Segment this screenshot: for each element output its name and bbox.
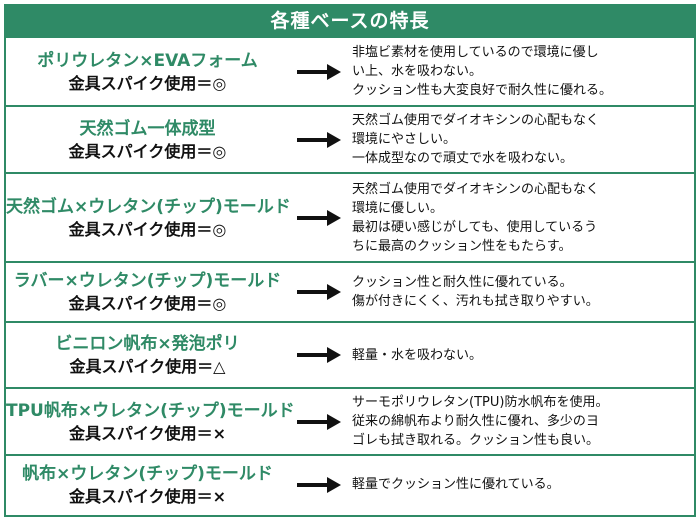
spike-rating: 金具スパイク使用＝× bbox=[68, 486, 227, 506]
right-arrow-icon bbox=[297, 476, 341, 493]
table-row: ポリウレタン×EVAフォーム 金具スパイク使用＝◎ 非塩ビ素材を使用しているので… bbox=[6, 36, 694, 105]
description-line: 軽量でクッション性に優れている。 bbox=[352, 477, 560, 492]
table-row: 天然ゴム一体成型 金具スパイク使用＝◎ 天然ゴム使用でダイオキシンの心配もなく … bbox=[6, 105, 694, 172]
base-type-name: 天然ゴム×ウレタン(チップ)モールド bbox=[6, 196, 291, 217]
right-arrow-icon bbox=[297, 63, 341, 80]
base-type-cell: TPU帆布×ウレタン(チップ)モールド 金具スパイク使用＝× bbox=[6, 389, 295, 454]
right-arrow-icon bbox=[297, 347, 341, 363]
table-header: 各種ベースの特長 bbox=[6, 6, 694, 36]
base-type-name: 天然ゴム一体成型 bbox=[79, 118, 216, 139]
description-line: 環境に優しい。 bbox=[352, 200, 444, 216]
description-line: 環境にやさしい。 bbox=[352, 132, 457, 147]
base-type-name: TPU帆布×ウレタン(チップ)モールド bbox=[6, 400, 295, 421]
feature-description: 非塩ビ素材を使用しているので環境に優し い上、水を吸わない。 クッション性も大変… bbox=[352, 38, 688, 105]
description-line: サーモポリウレタン(TPU)防水帆布を使用。 bbox=[352, 395, 609, 410]
base-type-cell: ビニロン帆布×発泡ポリ 金具スパイク使用＝△ bbox=[6, 323, 289, 387]
table-row: ビニロン帆布×発泡ポリ 金具スパイク使用＝△ 軽量・水を吸わない。 bbox=[6, 321, 694, 387]
feature-table: 各種ベースの特長 ポリウレタン×EVAフォーム 金具スパイク使用＝◎ 非塩ビ素材… bbox=[4, 4, 696, 517]
table-row: 帆布×ウレタン(チップ)モールド 金具スパイク使用＝× 軽量でクッション性に優れ… bbox=[6, 454, 694, 513]
right-arrow-icon bbox=[297, 131, 341, 148]
description-line: ゴレも拭き取れる。クッション性も良い。 bbox=[352, 433, 600, 448]
description-line: 天然ゴム使用でダイオキシンの心配もなく bbox=[352, 113, 600, 128]
description-line: 従来の綿帆布より耐久性に優れ、多少のヨ bbox=[352, 414, 599, 429]
description-line: 軽量・水を吸わない。 bbox=[352, 347, 483, 363]
description-line: クッション性も大変良好で耐久性に優れる。 bbox=[352, 83, 613, 98]
right-arrow-icon bbox=[297, 284, 341, 300]
feature-description: 天然ゴム使用でダイオキシンの心配もなく 環境に優しい。 最初は硬い感じがしても、… bbox=[352, 174, 688, 261]
base-type-cell: 天然ゴム×ウレタン(チップ)モールド 金具スパイク使用＝◎ bbox=[6, 174, 291, 261]
spike-rating: 金具スパイク使用＝◎ bbox=[68, 294, 227, 313]
description-line: 非塩ビ素材を使用しているので環境に優し bbox=[352, 45, 599, 60]
spike-rating: 金具スパイク使用＝◎ bbox=[68, 73, 227, 93]
base-type-cell: 帆布×ウレタン(チップ)モールド 金具スパイク使用＝× bbox=[6, 456, 289, 513]
base-type-cell: ポリウレタン×EVAフォーム 金具スパイク使用＝◎ bbox=[6, 38, 289, 105]
feature-description: 天然ゴム使用でダイオキシンの心配もなく 環境にやさしい。 一体成型なので頑丈で水… bbox=[352, 107, 688, 172]
right-arrow-icon bbox=[297, 209, 341, 226]
spike-rating: 金具スパイク使用＝× bbox=[68, 423, 227, 443]
base-type-name: ビニロン帆布×発泡ポリ bbox=[55, 334, 240, 354]
feature-description: 軽量でクッション性に優れている。 bbox=[352, 456, 688, 513]
base-type-cell: 天然ゴム一体成型 金具スパイク使用＝◎ bbox=[6, 107, 289, 172]
table-row: ラバー×ウレタン(チップ)モールド 金具スパイク使用＝◎ クッション性と耐久性に… bbox=[6, 261, 694, 321]
base-type-cell: ラバー×ウレタン(チップ)モールド 金具スパイク使用＝◎ bbox=[6, 263, 289, 321]
table-row: 天然ゴム×ウレタン(チップ)モールド 金具スパイク使用＝◎ 天然ゴム使用でダイオ… bbox=[6, 172, 694, 261]
base-type-name: ラバー×ウレタン(チップ)モールド bbox=[13, 271, 282, 291]
spike-rating: 金具スパイク使用＝△ bbox=[69, 357, 226, 376]
table-row: TPU帆布×ウレタン(チップ)モールド 金具スパイク使用＝× サーモポリウレタン… bbox=[6, 387, 694, 454]
feature-description: クッション性と耐久性に優れている。 傷が付きにくく、汚れも拭き取りやすい。 bbox=[352, 263, 688, 321]
spike-rating: 金具スパイク使用＝◎ bbox=[68, 219, 227, 239]
spike-rating: 金具スパイク使用＝◎ bbox=[68, 141, 227, 161]
base-type-name: ポリウレタン×EVAフォーム bbox=[37, 50, 258, 71]
description-line: 天然ゴム使用でダイオキシンの心配もなく bbox=[352, 181, 600, 197]
description-line: 一体成型なので頑丈で水を吸わない。 bbox=[352, 151, 574, 166]
description-line: クッション性と耐久性に優れている。 bbox=[352, 275, 573, 290]
feature-description: 軽量・水を吸わない。 bbox=[352, 323, 688, 387]
right-arrow-icon bbox=[297, 413, 341, 430]
description-line: ちに最高のクッション性をもたらす。 bbox=[352, 238, 572, 254]
feature-description: サーモポリウレタン(TPU)防水帆布を使用。 従来の綿帆布より耐久性に優れ、多少… bbox=[352, 389, 688, 454]
base-type-name: 帆布×ウレタン(チップ)モールド bbox=[22, 463, 273, 484]
description-line: い上、水を吸わない。 bbox=[352, 64, 483, 79]
description-line: 傷が付きにくく、汚れも拭き取りやすい。 bbox=[352, 294, 599, 309]
description-line: 最初は硬い感じがしても、使用しているう bbox=[352, 219, 598, 235]
